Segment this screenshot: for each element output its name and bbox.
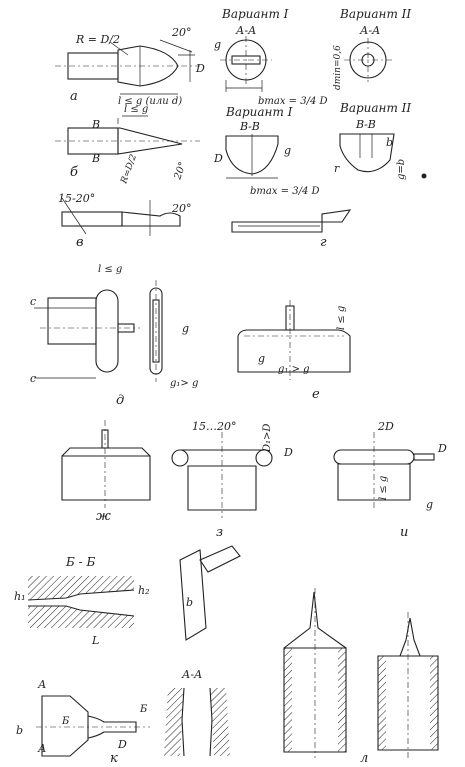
fig-label-k: к [110,751,118,766]
dim-l-le-g-i: l ≤ g [378,476,389,500]
section-aa-hatched: А-А [164,668,230,757]
dim-g-e: g [258,352,265,365]
figure-l: л [283,588,439,766]
section-aa3-title: А-А [181,668,202,681]
fig-label-a: а [70,89,78,104]
variant-2b-title: Вариант II [339,101,411,115]
dim-g-eq-b: g=b [396,159,407,180]
fig-label-b: б [70,165,78,180]
dim-c-top: c [30,295,36,308]
fig-label-e: е [312,387,320,402]
section-aa-1: А-А [235,24,256,37]
figure-e: l ≤ g g g₁ > g е [237,300,351,402]
fig-label-zh: ж [96,509,111,524]
variant-2-title: Вариант II [339,7,411,21]
dim-r-var2: r [334,162,340,175]
dim-dmin: dmin=0,6 [333,45,343,90]
variant-middle: Вариант I Вариант II В-В В-В D g bmax = … [213,101,427,197]
dim-h1: h₁ [14,590,26,603]
figure-i: 2D D l ≤ g g и [333,420,447,540]
dim-ang20-b: 20° [172,161,189,182]
dim-r-eq-b: R=D/2 [119,153,139,186]
dim-d1-gt-d: D₁>D [262,424,273,453]
section-aa-2: А-А [359,24,380,37]
dim-g-var1b: g [284,144,291,157]
dim-b-k: b [16,724,23,737]
figure-a: D R = D/2 20° l ≤ g (или d) а [55,26,205,107]
fig-label-i: и [400,525,408,540]
dim-bmax-b: bmax = 3/4 D [250,186,320,197]
dim-D-i: D [437,442,447,455]
dim-g1-gt-g-e: g₁ > g [278,364,310,375]
dim-l-le-g-e: l ≤ g [336,306,347,330]
dim-D-k: D [117,738,127,751]
dim-bmax-a: bmax = 3/4 D [258,96,328,107]
dim-b-detail: b [186,596,193,609]
cut-B-top: В [91,118,100,131]
dim-l-le-g-b: l ≤ g [124,104,148,115]
detail-b-oblique: b [179,545,241,641]
section-vv-2: В-В [355,118,376,131]
dim-2d: 2D [377,420,394,433]
fig-label-l: л [360,751,368,766]
dim-ang15-20b: 15…20° [192,420,237,433]
section-vv-1: В-В [239,120,260,133]
dim-l-le-g-d: l ≤ g [98,264,122,275]
dim-r-eq: R = D/2 [75,33,120,46]
cut-B-bottom: В [91,152,100,165]
variant-1-title: Вариант I [221,7,289,21]
fig-label-g: г [320,235,327,250]
figure-z: 15…20° D₁>D D з [171,420,293,540]
dim-g-var1: g [214,38,221,51]
variant-1b-title: Вариант I [225,105,293,119]
dim-g-i: g [426,498,433,511]
dim-h2: h₂ [138,584,150,597]
dim-D-z: D [283,446,293,459]
dim-L: L [91,634,99,647]
figure-g: г [231,209,352,250]
dim-g1-gt-g: g₁> g [170,378,198,389]
dim-ang20-a: 20° [171,26,192,39]
fig-label-v: в [76,235,84,250]
section-bb: Б - Б h₁ h₂ L [14,555,150,647]
dim-D-var1b: D [213,152,223,165]
cut-Bb-left: Б [61,716,70,727]
section-bb-title: Б - Б [65,555,96,569]
figure-k: А А b Б Б D к [16,678,150,766]
dim-l-le-g-or-d: l ≤ g (или d) [118,96,182,107]
figure-b: l ≤ g В В R=D/2 20° б [55,104,200,186]
fig-label-d: д [116,393,124,408]
dim-b-var2: b [386,136,393,149]
dim-ang15-20: 15-20° [58,192,95,205]
fig-label-z: з [216,525,223,540]
figure-zh: ж [61,420,151,524]
figure-v: 15-20° 20° в [58,192,192,250]
dim-g-d: g [182,322,189,335]
cut-Bb-right: Б [139,704,148,715]
dim-D-a: D [195,62,205,75]
dim-c-bottom: c [30,372,36,385]
figure-d: c c l ≤ g g g₁> g д [30,264,198,408]
cut-A-top: А [37,678,46,691]
variant-top: Вариант I Вариант II А-А А-А g bmax = 3/… [214,7,411,107]
dim-ang20-v: 20° [171,202,192,215]
